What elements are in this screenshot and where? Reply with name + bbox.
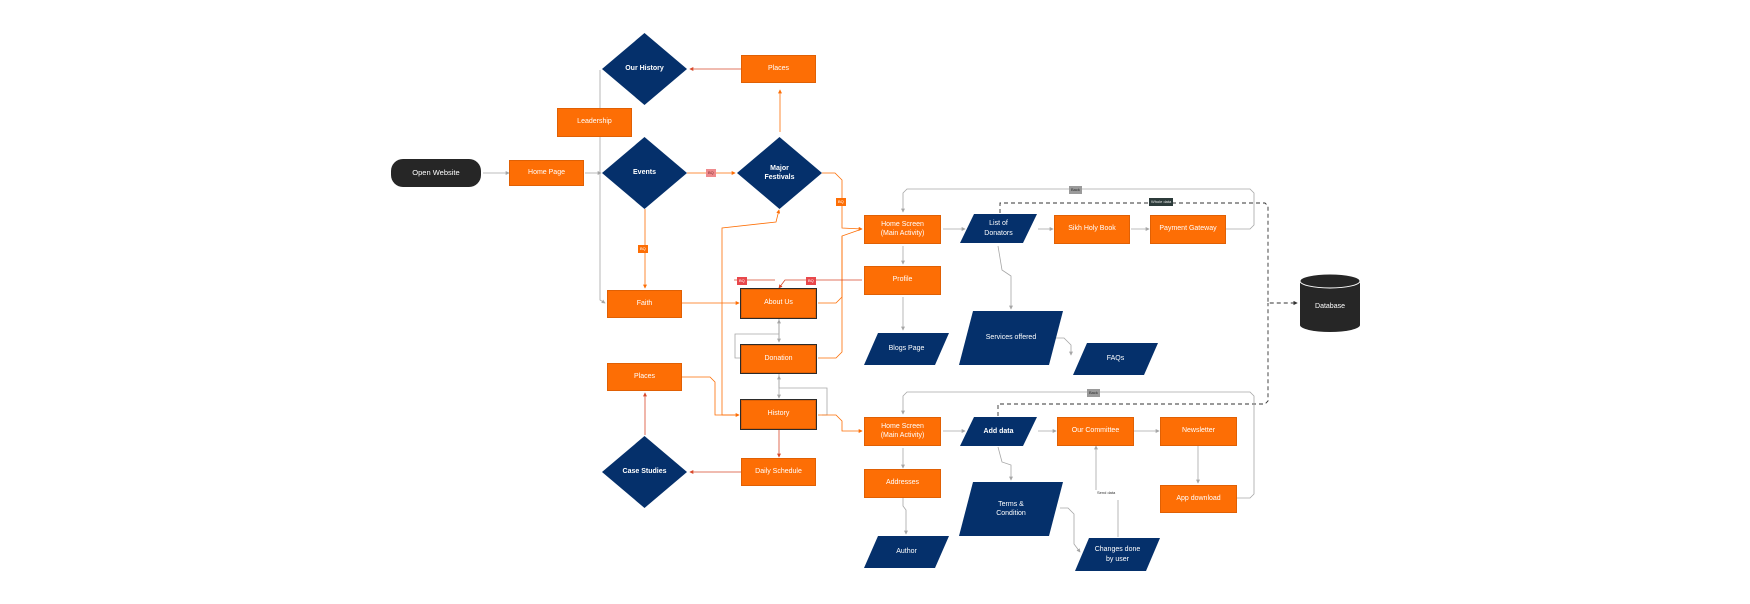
festivals-diamond-shape xyxy=(737,137,822,209)
blogs-page-label: Blogs Page xyxy=(888,345,925,353)
node-leadership[interactable]: Leadership xyxy=(557,108,632,137)
edge-festivals-home1 xyxy=(822,172,863,231)
node-payment-gateway[interactable]: Payment Gateway xyxy=(1150,215,1226,244)
node-home-page[interactable]: Home Page xyxy=(509,160,584,186)
services-offered-shape xyxy=(959,311,1063,365)
edge-history-festivals xyxy=(721,209,781,416)
node-daily-schedule[interactable]: Daily Schedule xyxy=(741,458,816,486)
terms-condition-shape xyxy=(959,482,1063,536)
changes-by-user-shape xyxy=(1075,538,1160,571)
node-places-left[interactable]: Places xyxy=(607,363,682,391)
case-studies-label: Case Studies xyxy=(622,468,667,476)
node-app-download[interactable]: App download xyxy=(1160,485,1237,513)
faqs-shape xyxy=(1073,343,1158,375)
node-addresses[interactable]: Addresses xyxy=(864,469,941,498)
edge-tag: BQ xyxy=(638,245,648,253)
major-festivals-label: Major Festivals xyxy=(764,164,795,181)
node-faqs[interactable]: FAQs xyxy=(1073,343,1158,375)
case-studies-diamond-shape xyxy=(602,436,687,508)
edge-whole-data xyxy=(999,202,1298,306)
terms-condition-label: Terms & Condition xyxy=(996,500,1026,517)
node-database[interactable]: Database xyxy=(1300,274,1360,332)
edge-tag: BQ xyxy=(737,277,747,285)
our-history-label: Our History xyxy=(625,65,664,73)
edge-tag-back: Back xyxy=(1069,186,1082,194)
database-cylinder-icon xyxy=(1300,274,1360,332)
edge-aboutus-home1 xyxy=(818,228,863,304)
faqs-label: FAQs xyxy=(1106,355,1125,363)
node-major-festivals[interactable]: Major Festivals xyxy=(737,137,822,209)
node-about-us[interactable]: About Us xyxy=(740,288,817,319)
node-blogs-page[interactable]: Blogs Page xyxy=(864,333,949,365)
node-terms-condition[interactable]: Terms & Condition xyxy=(959,482,1063,536)
services-offered-label: Services offered xyxy=(985,334,1037,342)
edge-history-home2 xyxy=(818,414,863,433)
node-open-website[interactable]: Open Website xyxy=(391,159,481,187)
edge-send-data xyxy=(1096,446,1119,537)
edge-addresses-author xyxy=(902,498,908,535)
edge-note-send-data: Send data xyxy=(1097,490,1116,495)
edge-terms-changes xyxy=(1060,507,1081,553)
edge-list-services xyxy=(997,245,1013,310)
edge-tag: BQ xyxy=(706,169,716,177)
edge-add-terms xyxy=(997,446,1013,481)
node-newsletter[interactable]: Newsletter xyxy=(1160,417,1237,446)
node-history[interactable]: History xyxy=(740,399,817,430)
edge-profile-aboutus xyxy=(778,279,862,289)
node-sikh-holy-book[interactable]: Sikh Holy Book xyxy=(1054,215,1130,244)
node-faith[interactable]: Faith xyxy=(607,290,682,318)
edge-payment-back xyxy=(901,188,1255,230)
node-add-data[interactable]: Add data xyxy=(960,417,1037,446)
edge-tag-whole-data: Whole data xyxy=(1149,198,1174,206)
node-profile[interactable]: Profile xyxy=(864,266,941,295)
node-donation[interactable]: Donation xyxy=(740,344,817,374)
edge-app-back xyxy=(901,391,1255,499)
add-data-label: Add data xyxy=(983,427,1014,435)
edge-home-history xyxy=(599,70,606,304)
node-services-offered[interactable]: Services offered xyxy=(959,311,1063,365)
database-label: Database xyxy=(1315,303,1345,311)
edge-donation-loop xyxy=(734,320,780,359)
edge-add-data-db xyxy=(997,303,1269,416)
node-home-screen-1[interactable]: Home Screen (Main Activity) xyxy=(864,215,941,244)
list-donators-label: List of Donators xyxy=(984,220,1013,237)
author-shape xyxy=(864,536,949,568)
node-case-studies[interactable]: Case Studies xyxy=(602,436,687,508)
edge-tag-back: Back xyxy=(1087,389,1100,397)
our-history-diamond-shape xyxy=(602,33,687,105)
node-author[interactable]: Author xyxy=(864,536,949,568)
node-changes-by-user[interactable]: Changes done by user xyxy=(1075,538,1160,571)
edge-services-faqs xyxy=(1050,337,1073,356)
changes-by-user-label: Changes done by user xyxy=(1094,546,1141,563)
node-our-committee[interactable]: Our Committee xyxy=(1057,417,1134,446)
author-label: Author xyxy=(896,548,917,556)
add-data-shape xyxy=(960,417,1037,446)
edge-donation-home1 xyxy=(818,236,843,359)
blogs-page-shape xyxy=(864,333,949,365)
node-our-history[interactable]: Our History xyxy=(602,33,687,105)
node-list-donators[interactable]: List of Donators xyxy=(960,214,1037,243)
edge-tag: BQ xyxy=(806,277,816,285)
node-events[interactable]: Events xyxy=(602,137,687,209)
events-label: Events xyxy=(633,169,656,177)
node-home-screen-2[interactable]: Home Screen (Main Activity) xyxy=(864,417,941,446)
events-diamond-shape xyxy=(602,137,687,209)
node-places-top[interactable]: Places xyxy=(741,55,816,83)
edge-places-history xyxy=(682,376,740,417)
list-donators-shape xyxy=(960,214,1037,243)
edge-tag: BQ xyxy=(836,198,846,206)
